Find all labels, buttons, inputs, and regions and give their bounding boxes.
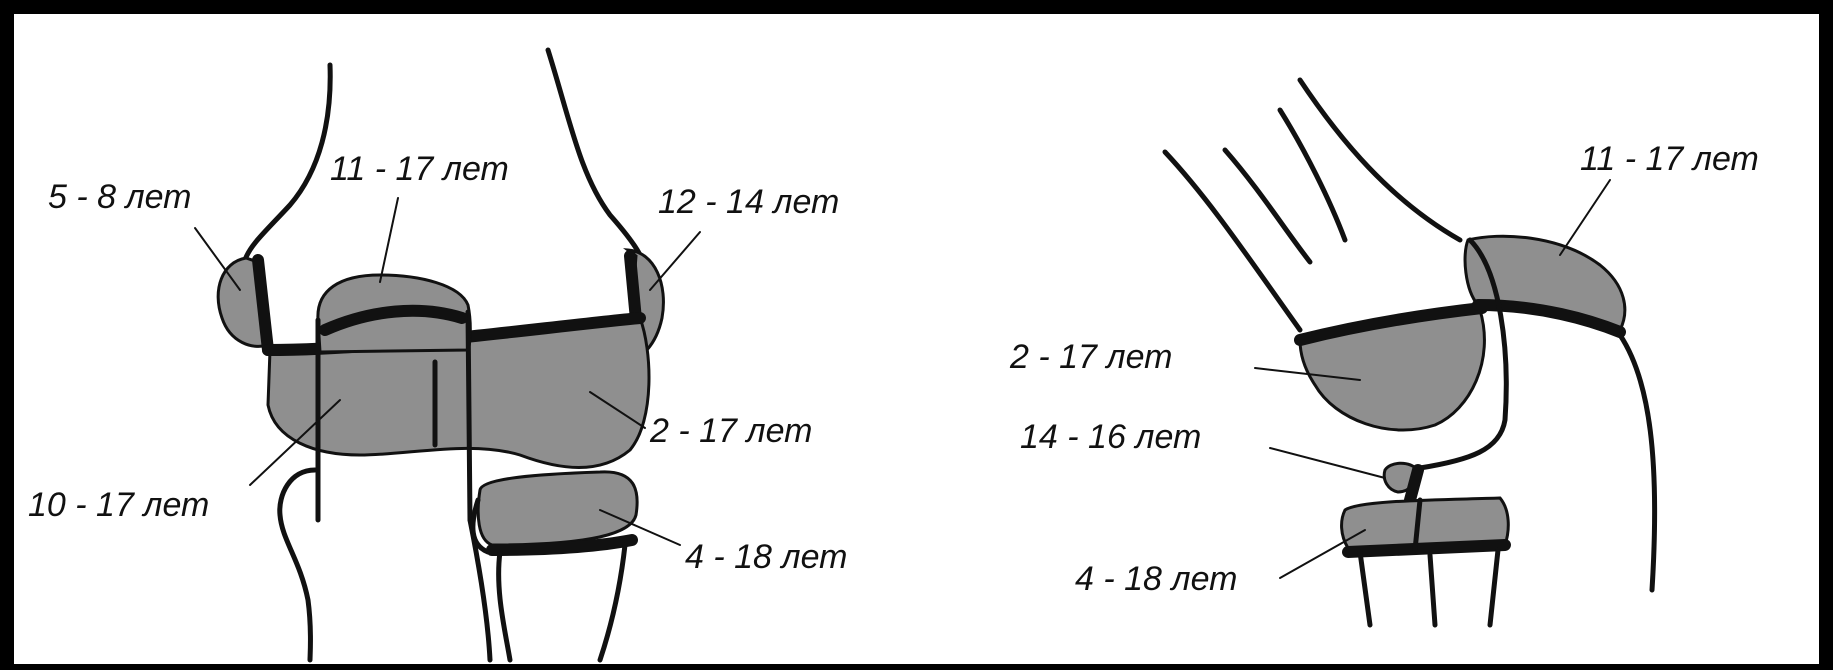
side-label-2-17: 2 - 17 лет	[1009, 338, 1172, 376]
label-10-17: 10 - 17 лет	[28, 486, 209, 524]
tibial-tuberosity-plate	[1410, 470, 1418, 500]
side-tibia-growth-plate	[1348, 545, 1505, 552]
side-label-11-17: 11 - 17 лет	[1580, 140, 1759, 178]
side-label-4-18: 4 - 18 лет	[1075, 560, 1237, 598]
label-11-17-front: 11 - 17 лет	[330, 150, 509, 188]
label-12-14: 12 - 14 лет	[658, 183, 839, 221]
paper-background	[14, 14, 1819, 664]
label-4-18-front: 4 - 18 лет	[685, 538, 847, 576]
label-2-17-front: 2 - 17 лет	[649, 412, 812, 450]
label-5-8: 5 - 8 лет	[48, 178, 192, 216]
side-label-14-16: 14 - 16 лет	[1020, 418, 1201, 456]
fibula-head-zone	[478, 472, 637, 545]
